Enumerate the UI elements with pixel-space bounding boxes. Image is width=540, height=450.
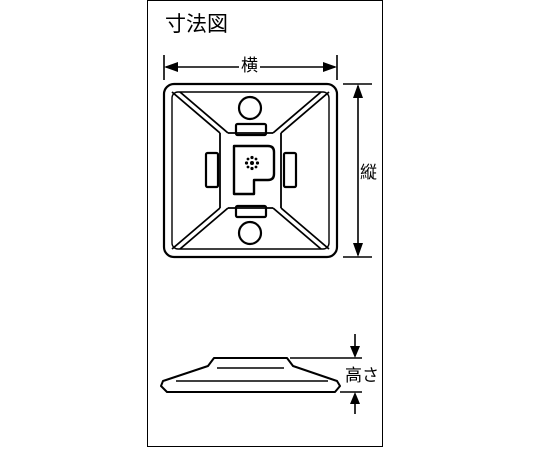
flower-mark (244, 155, 260, 171)
height-dimension (290, 334, 362, 414)
length-label: 縦 (360, 161, 377, 185)
slot-bottom (234, 204, 268, 219)
side-outline (160, 357, 341, 393)
height-label: 高さ (345, 366, 379, 386)
outer-outline (162, 82, 339, 259)
side-view (160, 357, 341, 393)
diagram-title: 寸法図 (165, 12, 228, 36)
inner-outline (171, 91, 330, 250)
screw-hole-bottom (237, 220, 263, 246)
slot-top (234, 122, 268, 137)
rib-top-right (272, 91, 330, 134)
slot-left (204, 151, 220, 189)
top-view (162, 82, 339, 259)
slot-right (282, 151, 298, 189)
logo-p-shape (232, 144, 276, 196)
rib-bottom-left (171, 207, 229, 250)
rib-top-left (171, 91, 229, 134)
width-label: 横 (239, 56, 260, 76)
rib-bottom-right (272, 207, 330, 250)
screw-hole-top (237, 95, 263, 121)
length-dimension (343, 83, 372, 258)
